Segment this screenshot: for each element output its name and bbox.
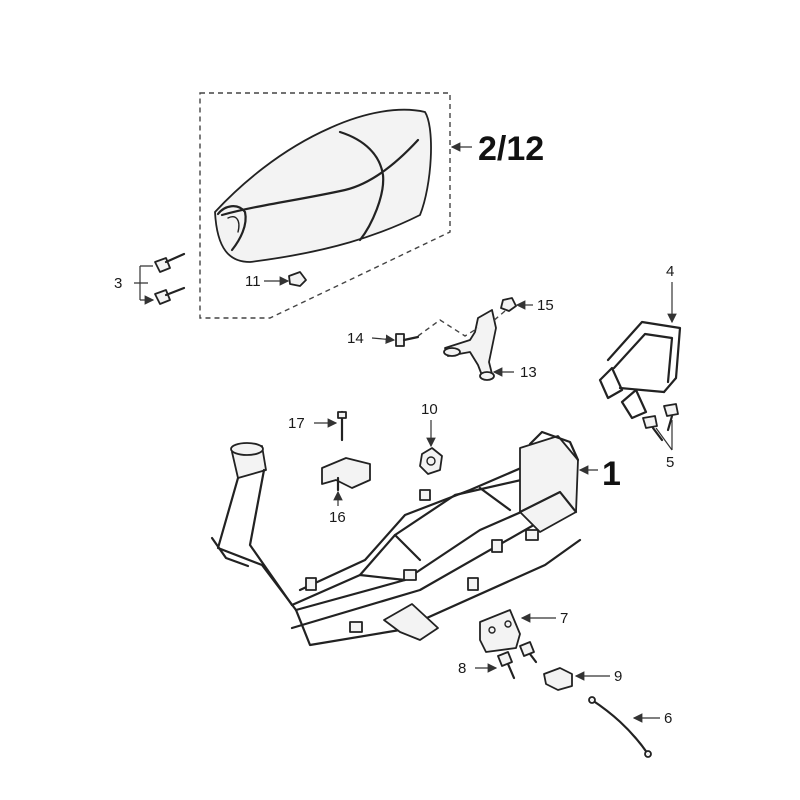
cable-part-6[interactable] [588,696,652,758]
bolt-part-8[interactable] [497,641,538,680]
seat-group [199,92,451,319]
seat-bumper-part-11[interactable] [288,271,307,287]
callout-5: 5 [666,454,674,471]
seat-group-dashed-boundary [199,92,451,319]
leader-14 [371,334,396,345]
callout-17: 17 [288,415,305,432]
rear-carrier-part-4[interactable] [598,320,682,420]
callout-7: 7 [560,610,568,627]
callout-3: 3 [114,275,122,292]
callout-4: 4 [666,263,674,280]
callout-16: 16 [329,509,346,526]
seat-part[interactable] [214,108,432,263]
screw-part-17[interactable] [337,410,347,442]
leader-5 [655,420,673,451]
clip-part-10[interactable] [419,447,443,475]
plate-part-7[interactable] [479,609,521,653]
callout-11: 11 [245,273,261,290]
callout-2-12: 2/12 [478,130,544,168]
leader-3 [134,265,153,300]
callout-1: 1 [602,455,621,493]
bracket-part-16[interactable] [321,457,371,492]
callout-10: 10 [421,401,438,418]
bolt-part-3[interactable] [154,252,186,305]
bolt-part-14[interactable] [395,319,479,347]
nut-part-15[interactable] [491,297,517,323]
main-frame-part-1[interactable] [210,430,582,647]
callout-9: 9 [614,668,622,685]
callout-13: 13 [520,364,537,381]
callout-8: 8 [458,660,466,677]
callout-6: 6 [664,710,672,727]
callout-14: 14 [347,330,364,347]
callout-15: 15 [537,297,554,314]
clip-part-9[interactable] [543,667,573,691]
bolt-part-5[interactable] [642,403,679,442]
bracket-part-13[interactable] [443,309,497,381]
